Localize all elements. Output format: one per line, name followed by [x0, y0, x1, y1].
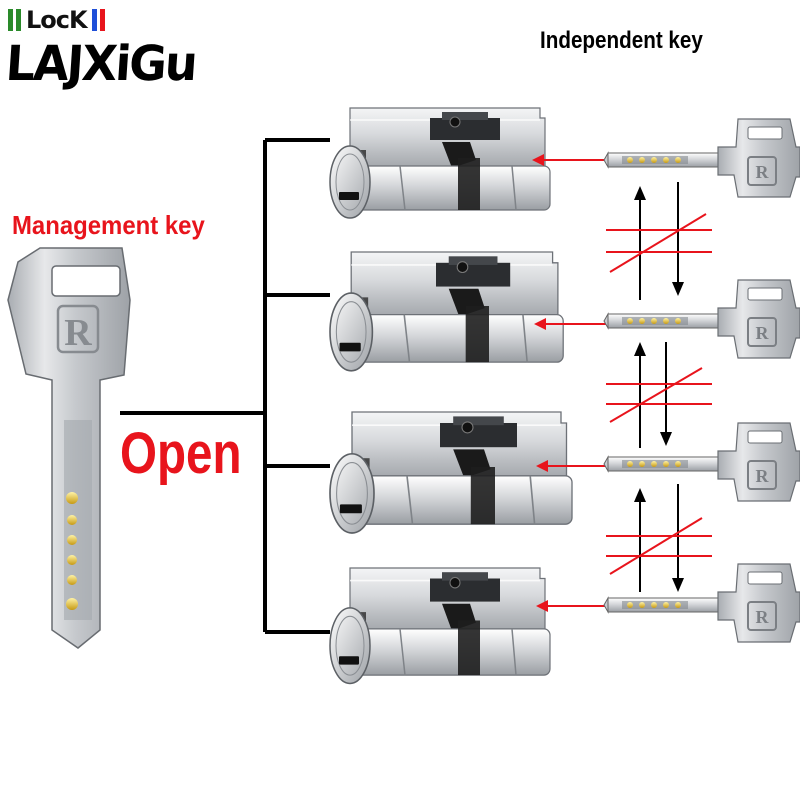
- logo-bar: [16, 9, 21, 31]
- lock-cylinder: [329, 567, 551, 685]
- logo-bar: [91, 9, 97, 31]
- management-key: R: [7, 247, 131, 649]
- logo-bar: [99, 9, 105, 31]
- svg-text:R: R: [64, 312, 92, 354]
- lock-cylinder: [329, 411, 573, 534]
- connector-lines: [120, 138, 330, 634]
- insert-arrows: [532, 154, 606, 612]
- logo-bar: [8, 9, 13, 31]
- forbidden-cross-marks: [606, 213, 712, 575]
- management-key-label: Management key: [12, 210, 205, 240]
- independent-key: [603, 118, 800, 198]
- logo-top: LocK: [8, 6, 108, 34]
- lock-cylinder: [329, 251, 565, 372]
- logo-lock-text: LocK: [26, 6, 88, 34]
- independent-key-label: Independent key: [540, 27, 703, 54]
- independent-key: [603, 422, 800, 502]
- open-label: Open: [120, 421, 242, 486]
- no-swap-arrows: [634, 182, 684, 592]
- independent-key: [603, 563, 800, 643]
- independent-key: [603, 279, 800, 359]
- lock-cylinder: [329, 107, 551, 219]
